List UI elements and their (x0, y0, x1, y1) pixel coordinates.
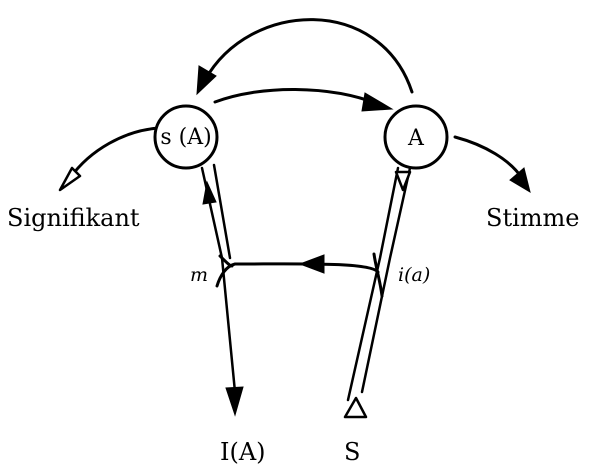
right-line-inner (360, 166, 412, 394)
i-a-to-m-connector (215, 262, 380, 288)
S-start-triangle (343, 396, 368, 419)
s-to-a-arrowhead (361, 92, 394, 112)
s-to-a-arc (213, 88, 380, 106)
upper-arc-arrowhead (196, 65, 217, 96)
voice-arrowhead (509, 167, 531, 194)
signifikant-label: Signifikant (7, 204, 140, 232)
node-s-A (153, 104, 219, 170)
node-A-label: A (407, 126, 425, 151)
S-label: S (344, 438, 360, 466)
right-line-outer (346, 166, 400, 402)
node-A (383, 104, 449, 170)
signifier-vector (68, 126, 162, 180)
voice-vector (453, 135, 524, 180)
m-label: m (190, 264, 208, 286)
left-line-outer (212, 163, 232, 260)
upper-return-arc (203, 18, 414, 94)
I-A-arrowhead (225, 386, 244, 417)
I-A-label: I(A) (220, 438, 266, 466)
right-junction-triangle (394, 170, 412, 192)
stimme-label: Stimme (486, 204, 579, 232)
signifier-start-triangle (58, 166, 82, 192)
node-s-A-label: s (A) (160, 125, 211, 150)
junction-right-curve (372, 252, 384, 298)
connector-arrowhead (298, 254, 325, 274)
left-up-arrowhead (202, 180, 217, 205)
i-a-label: i(a) (398, 264, 430, 286)
junction-left-curve (218, 254, 234, 268)
